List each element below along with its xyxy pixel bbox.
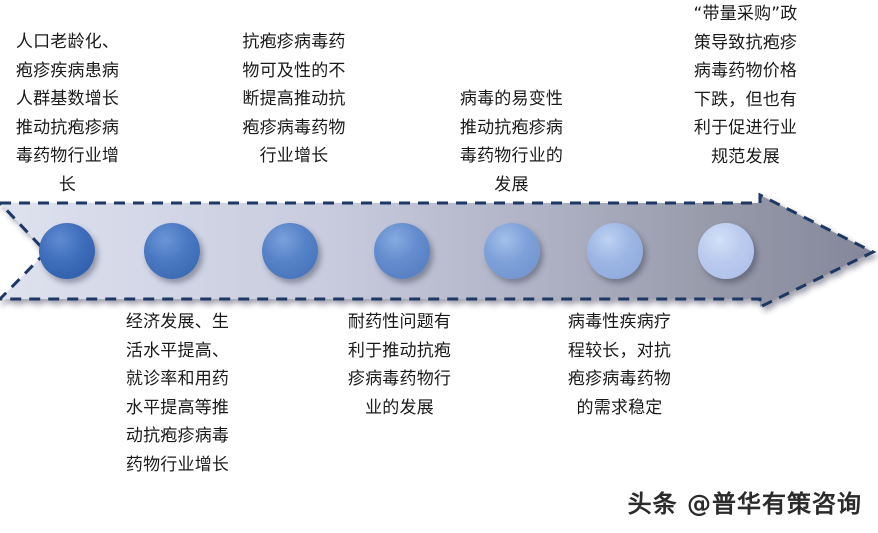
arrow-polygon (0, 192, 877, 310)
node-circle-7 (698, 223, 754, 279)
node-circle-2 (144, 223, 200, 279)
node-circle-group (0, 195, 878, 310)
node-circle-5 (484, 223, 540, 279)
label-top-node-3: 抗疱疹病毒药物可及性的不断提高推动抗疱疹病毒药物行业增长 (242, 32, 346, 167)
node-circle-3 (262, 223, 318, 279)
label-bottom-node-6: 病毒性疾病疗程较长，对抗疱疹病毒药物的需求稳定 (567, 312, 672, 418)
process-arrow (0, 192, 878, 310)
label-top-node-1: 人口老龄化、疱疹疾病患病人群基数增长推动抗疱疹病毒药物行业增长 (15, 32, 120, 195)
node-circle-6 (587, 223, 643, 279)
watermark-text: 头条 @普华有策咨询 (627, 490, 862, 518)
label-bottom-node-2: 经济发展、生活水平提高、就诊率和用药水平提高等推动抗疱疹病毒药物行业增长 (125, 312, 230, 475)
node-circle-4 (374, 223, 430, 279)
node-circle-1 (39, 223, 95, 279)
label-top-node-5: 病毒的易变性推动抗疱疹病毒药物行业的发展 (459, 89, 564, 195)
process-arrow-svg (0, 192, 877, 310)
label-top-node-7: “带量采购”政策导致抗疱疹病毒药物价格下跌，但也有利于促进行业规范发展 (693, 4, 798, 167)
label-bottom-node-4: 耐药性问题有利于推动抗疱疹病毒药物行业的发展 (347, 312, 452, 418)
